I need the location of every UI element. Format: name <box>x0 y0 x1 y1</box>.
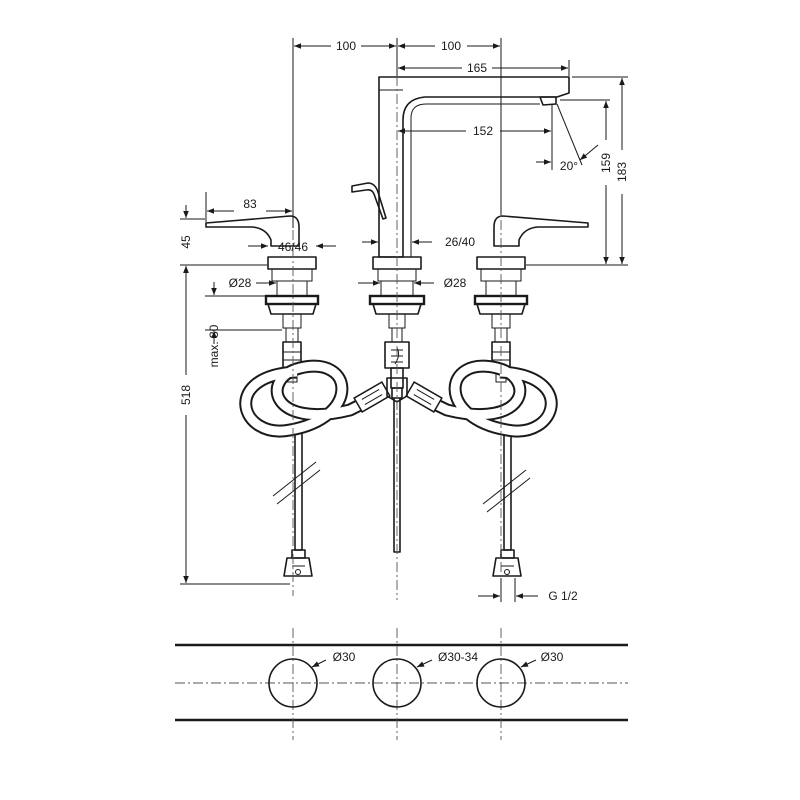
left-valve <box>205 215 321 577</box>
dim-100-left: 100 <box>336 39 356 53</box>
extension-lines <box>180 38 628 602</box>
dim-dia28-right: Ø28 <box>444 276 467 290</box>
dim-26-40: 26/40 <box>445 235 475 249</box>
dim-83: 83 <box>243 197 257 211</box>
dim-45: 45 <box>179 235 193 249</box>
dim-dia30-right: Ø30 <box>541 650 564 664</box>
dim-g-1-2: G 1/2 <box>548 589 578 603</box>
dimension-lines <box>183 43 625 599</box>
axis-lines-elevation <box>292 40 502 600</box>
spout <box>378 76 570 258</box>
hole-left <box>268 658 318 708</box>
hole-right <box>476 658 526 708</box>
dim-dia30-34: Ø30-34 <box>438 650 478 664</box>
popup-rod <box>351 182 387 220</box>
dim-159: 159 <box>599 153 613 173</box>
plan-view: Ø30 Ø30-34 Ø30 <box>175 628 628 740</box>
hole-center <box>372 658 422 708</box>
dim-183: 183 <box>615 162 629 182</box>
dim-max-30: max. 30 <box>207 324 221 367</box>
dim-46-46: 46/46 <box>278 240 308 254</box>
right-valve <box>473 215 589 577</box>
dim-165: 165 <box>467 61 487 75</box>
dim-518: 518 <box>179 385 193 405</box>
dim-20-degree: 20° <box>560 159 578 173</box>
dim-100-right: 100 <box>441 39 461 53</box>
dim-152: 152 <box>473 124 493 138</box>
dimension-labels: 100 100 165 152 20° 159 183 83 45 46/46 … <box>179 39 629 603</box>
hoses <box>239 359 558 438</box>
dim-dia30-left: Ø30 <box>333 650 356 664</box>
dim-dia28-left: Ø28 <box>229 276 252 290</box>
